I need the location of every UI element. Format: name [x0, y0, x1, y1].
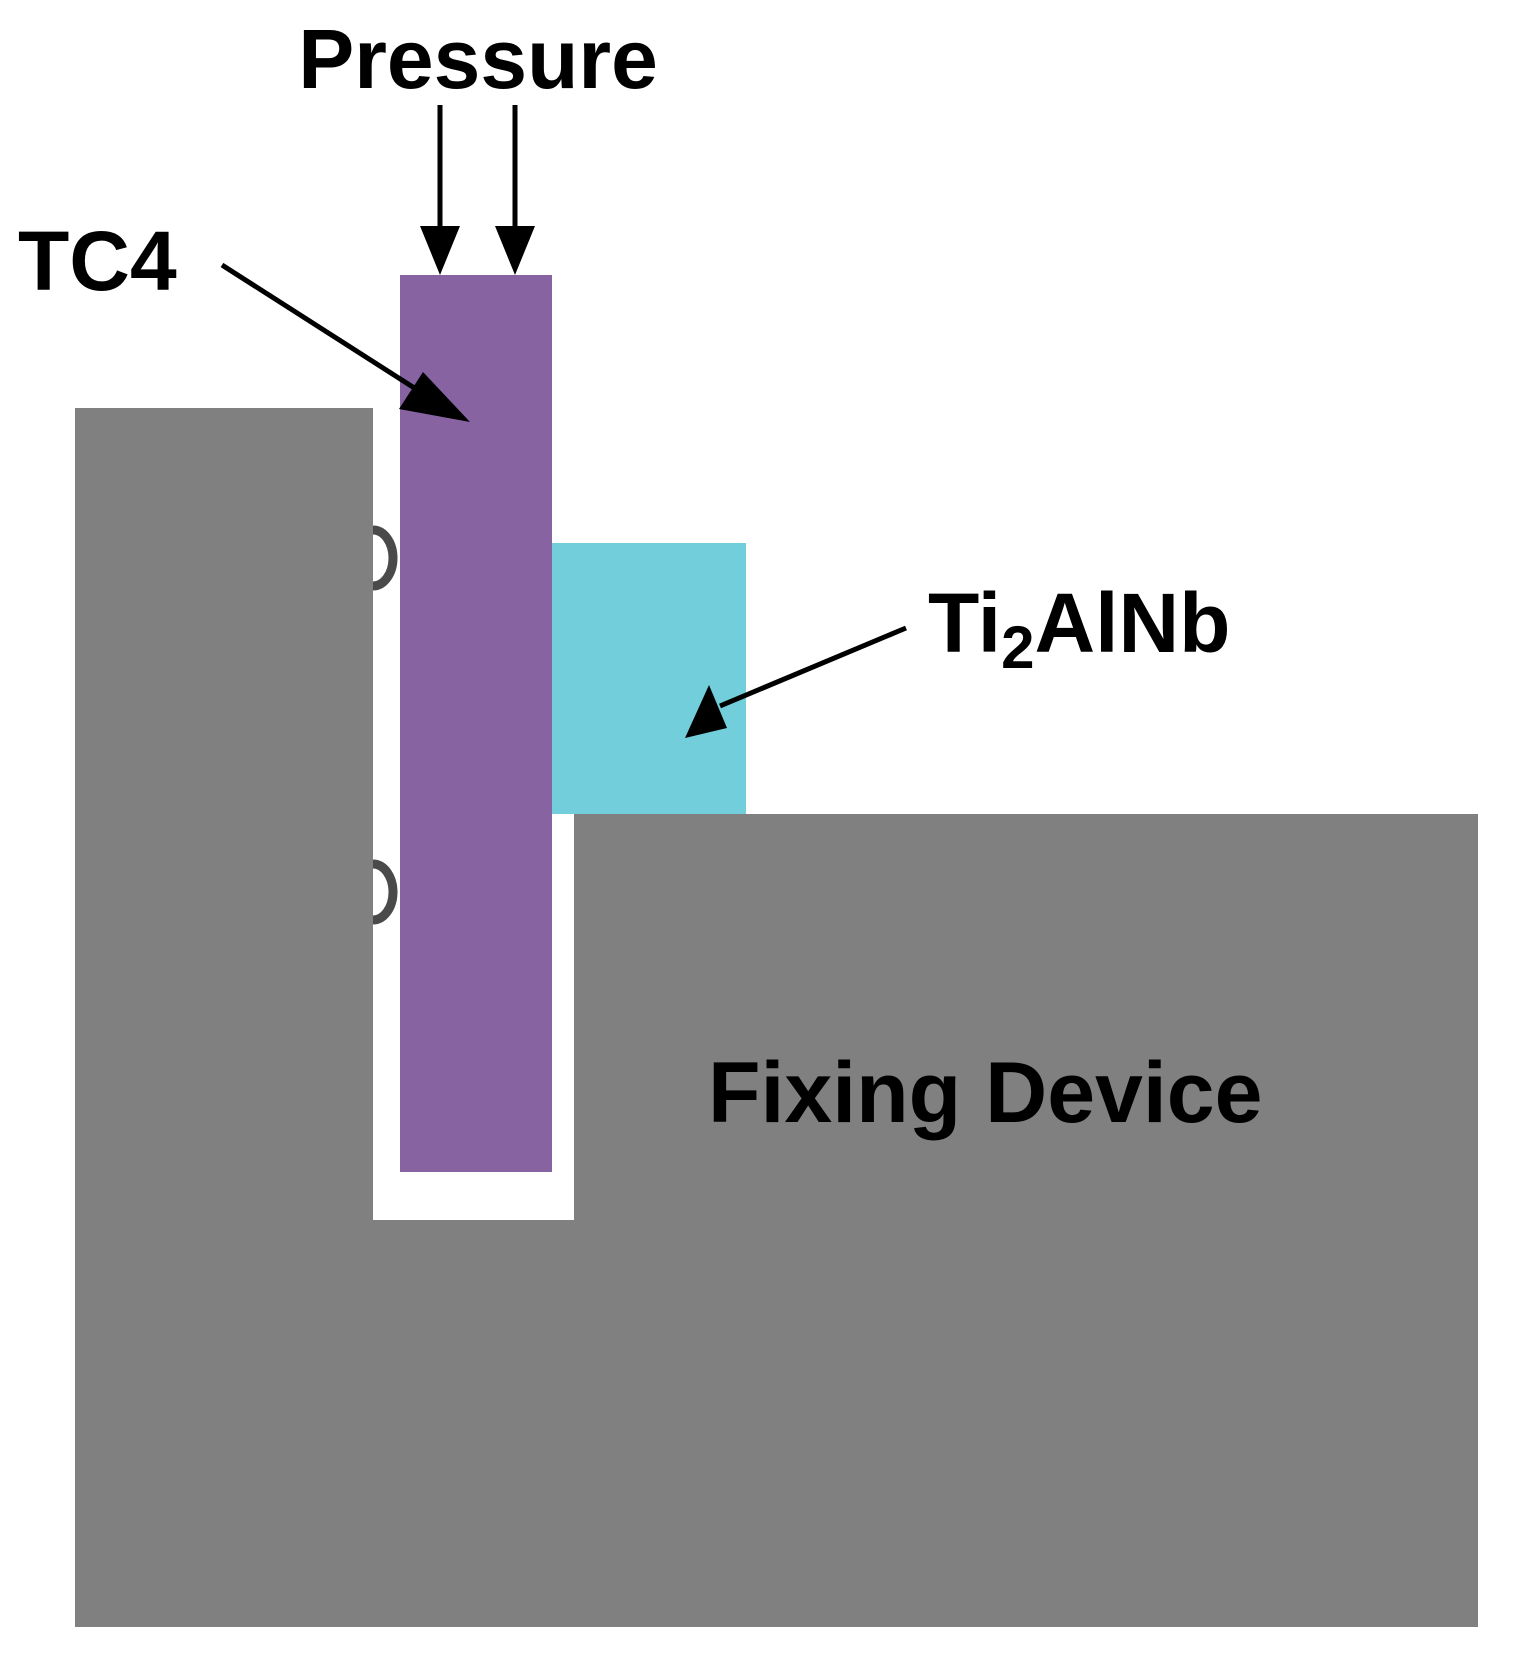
ti2alnb-label: Ti2AlNb: [928, 576, 1231, 681]
ti2alnb-block: [552, 543, 746, 814]
pressure-arrows: [420, 105, 535, 275]
tc4-label: TC4: [18, 214, 177, 308]
pressure-arrowhead-left: [420, 226, 460, 275]
pressure-label: Pressure: [298, 12, 658, 106]
locating-pin-lower: [372, 859, 398, 925]
ti2alnb-leader-arrow: [685, 625, 907, 738]
locating-pin-upper: [372, 525, 398, 591]
tc4-leader-arrow: [220, 262, 470, 422]
ti2alnb-label-subscript: 2: [1001, 614, 1034, 681]
ti2alnb-label-prefix: Ti: [928, 576, 1001, 670]
tc4-plate: [400, 275, 552, 1172]
fixing-device-label: Fixing Device: [708, 1045, 1262, 1141]
pressure-arrowhead-right: [495, 226, 535, 275]
fixing-device-block: [75, 408, 1478, 1627]
ti2alnb-label-suffix: AlNb: [1035, 576, 1231, 670]
